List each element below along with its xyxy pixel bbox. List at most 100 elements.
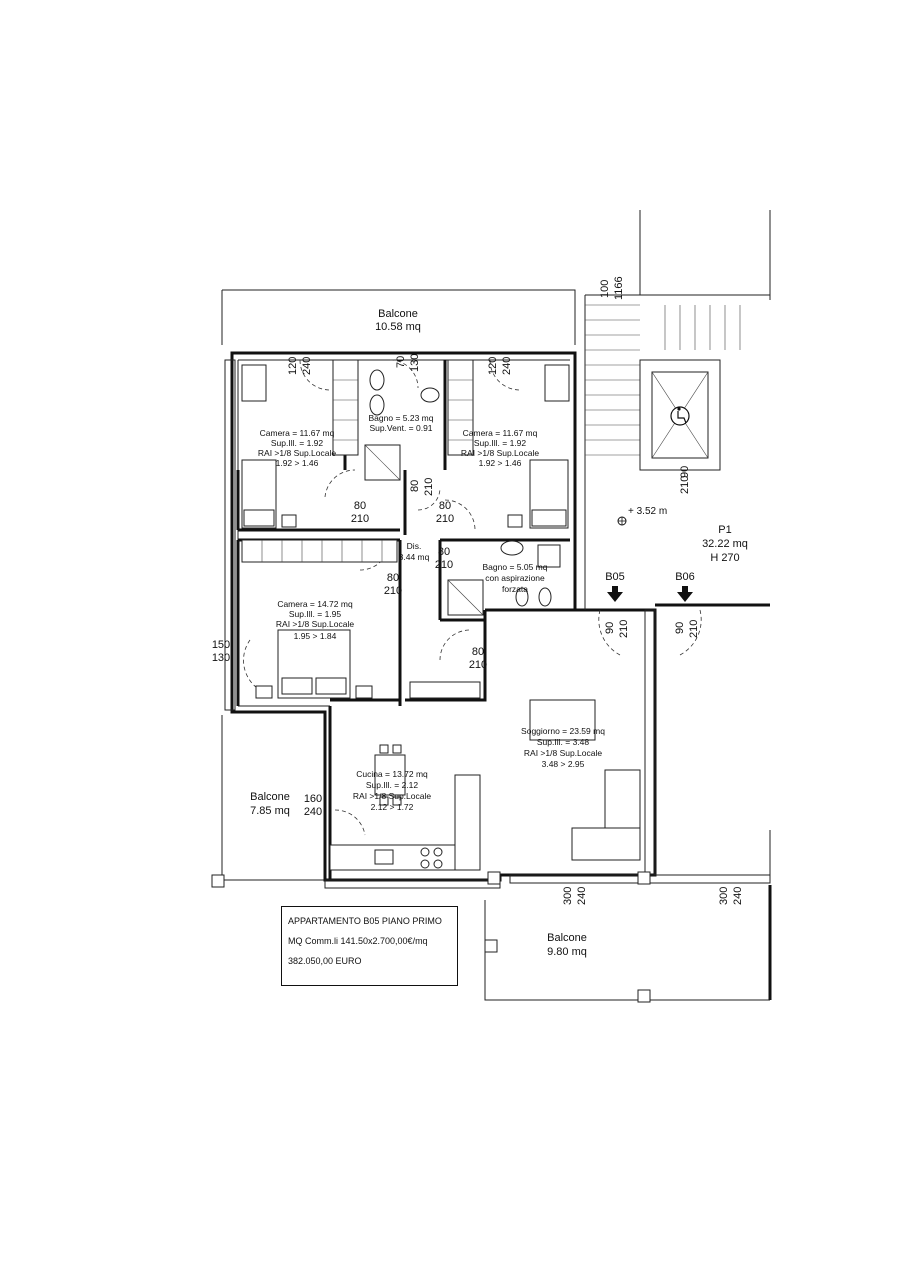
dim-bottom-300-b: 300 — [718, 887, 730, 905]
balcone-left-area: 7.85 mq — [250, 805, 290, 817]
bathroom1-fixtures — [364, 369, 440, 481]
double-bed — [255, 629, 373, 699]
landing-area: 32.22 mq — [702, 538, 748, 550]
kitchen-furniture — [329, 744, 481, 871]
furniture-camera-right — [507, 364, 570, 529]
cucina-ratio: 2.12 > 1.72 — [371, 802, 414, 812]
camera-main-ratio: 1.95 > 1.84 — [294, 631, 337, 641]
dim-bottom-240-a: 240 — [576, 887, 588, 905]
dim-kitchen-160: 160 — [304, 793, 322, 805]
dim-bottom-300-a: 300 — [562, 887, 574, 905]
dim-lift-90: 90 — [679, 466, 691, 478]
stair-steps — [585, 304, 741, 456]
dim-dis-210: 210 — [435, 559, 453, 571]
camera-right-ratio: 1.92 > 1.46 — [479, 458, 522, 468]
dim-corridor-80: 80 — [472, 646, 484, 658]
wardrobe-left — [332, 359, 359, 456]
landing-level: + 3.52 m — [628, 506, 667, 517]
dim-bagno-80: 80 — [409, 480, 421, 492]
balcony-bottom-outline — [484, 900, 770, 1001]
dis-name: Dis. — [407, 541, 422, 551]
camera-right-rai: RAI >1/8 Sup.Locale — [461, 448, 539, 458]
balcone-bottom-area: 9.80 mq — [547, 946, 587, 958]
dim-top-mid-70: 70 — [395, 356, 407, 368]
door-b06-label: B06 — [675, 571, 695, 583]
dim-top-right-240: 240 — [501, 357, 513, 375]
dim-camera-main-210: 210 — [384, 585, 402, 597]
dim-camera-right-210: 210 — [436, 513, 454, 525]
dim-window-150: 150 — [212, 639, 230, 651]
dim-stair-100: 100 — [599, 280, 611, 298]
bagno2-note2: forzata — [502, 584, 528, 594]
stair-outline — [584, 210, 771, 610]
dim-dis-80: 80 — [438, 546, 450, 558]
dim-b06-210: 210 — [688, 620, 700, 638]
balcone-top-area: 10.58 mq — [375, 321, 421, 333]
bagno1-area: Bagno = 5.23 mq — [369, 413, 434, 423]
elevator-shaft — [639, 359, 721, 471]
arrow-down-icon-b05 — [607, 586, 623, 602]
furniture-camera-left — [241, 364, 297, 529]
balcone-top-name: Balcone — [378, 308, 418, 320]
soggiorno-ratio: 3.48 > 2.95 — [542, 759, 585, 769]
dim-top-left-240: 240 — [301, 357, 313, 375]
info-commercial-area: MQ Comm.li 141.50x2.700,00€/mq — [288, 936, 428, 946]
camera-right-area: Camera = 11.67 mq — [463, 428, 538, 438]
wardrobe-main-bedroom — [241, 539, 398, 563]
info-apartment-title: APPARTAMENTO B05 PIANO PRIMO — [288, 916, 442, 926]
wheelchair-icon — [670, 406, 690, 426]
corridor-cabinet — [409, 681, 481, 699]
balcone-left-name: Balcone — [250, 791, 290, 803]
dimension-labels: 120 240 70 130 120 240 80 210 100 1166 9… — [212, 276, 744, 905]
camera-main-ill: Sup.Ill. = 1.95 — [289, 609, 341, 619]
dim-kitchen-240: 240 — [304, 806, 322, 818]
column-markers — [211, 871, 651, 1003]
cucina-rai: RAI >1/8 Sup.Locale — [353, 791, 431, 801]
cucina-ill: Sup.Ill. = 2.12 — [366, 780, 418, 790]
dim-top-left-120: 120 — [287, 357, 299, 375]
arrow-down-icon-b06 — [677, 586, 693, 602]
dim-lift-210: 210 — [679, 476, 691, 494]
level-marker-icon — [617, 516, 627, 526]
soggiorno-area: Soggiorno = 23.59 mq — [521, 726, 605, 736]
camera-left-ratio: 1.92 > 1.46 — [276, 458, 319, 468]
bagno1-vent: Sup.Vent. = 0.91 — [369, 423, 432, 433]
bathroom2-fixtures — [447, 540, 561, 616]
dim-b05-210: 210 — [618, 620, 630, 638]
door-b05-label: B05 — [605, 571, 625, 583]
camera-right-ill: Sup.Ill. = 1.92 — [474, 438, 526, 448]
camera-left-area: Camera = 11.67 mq — [260, 428, 335, 438]
dim-b06-90: 90 — [674, 622, 686, 634]
apartment-info-box: APPARTAMENTO B05 PIANO PRIMO MQ Comm.li … — [281, 906, 458, 986]
balcony-top-outline — [221, 289, 576, 345]
wardrobe-right — [447, 359, 474, 456]
dim-camera-left-210: 210 — [351, 513, 369, 525]
camera-main-area: Camera = 14.72 mq — [277, 599, 353, 609]
dim-top-mid-130: 130 — [409, 354, 421, 372]
dim-window-130: 130 — [212, 652, 230, 664]
balcone-bottom-name: Balcone — [547, 932, 587, 944]
camera-left-rai: RAI >1/8 Sup.Locale — [258, 448, 336, 458]
dim-top-right-120: 120 — [487, 357, 499, 375]
dis-area: 8.44 mq — [399, 552, 430, 562]
dim-b05-90: 90 — [604, 622, 616, 634]
info-price: 382.050,00 EURO — [288, 956, 362, 966]
landing-height: H 270 — [710, 552, 739, 564]
bagno2-area: Bagno = 5.05 mq — [483, 562, 548, 572]
dim-camera-left-80: 80 — [354, 500, 366, 512]
dim-bottom-240-b: 240 — [732, 887, 744, 905]
dim-stair-1166: 1166 — [613, 276, 625, 300]
soggiorno-ill: Sup.Ill. = 3.48 — [537, 737, 589, 747]
living-furniture — [529, 699, 641, 861]
dim-camera-main-80: 80 — [387, 572, 399, 584]
camera-left-ill: Sup.Ill. = 1.92 — [271, 438, 323, 448]
dim-corridor-210: 210 — [469, 659, 487, 671]
camera-main-rai: RAI >1/8 Sup.Locale — [276, 619, 354, 629]
dim-bagno-210: 210 — [423, 478, 435, 496]
soggiorno-rai: RAI >1/8 Sup.Locale — [524, 748, 602, 758]
cucina-area: Cucina = 13.72 mq — [356, 769, 428, 779]
bagno2-note1: con aspirazione — [485, 573, 545, 583]
elevator-cabin — [651, 371, 709, 459]
dim-camera-right-80: 80 — [439, 500, 451, 512]
